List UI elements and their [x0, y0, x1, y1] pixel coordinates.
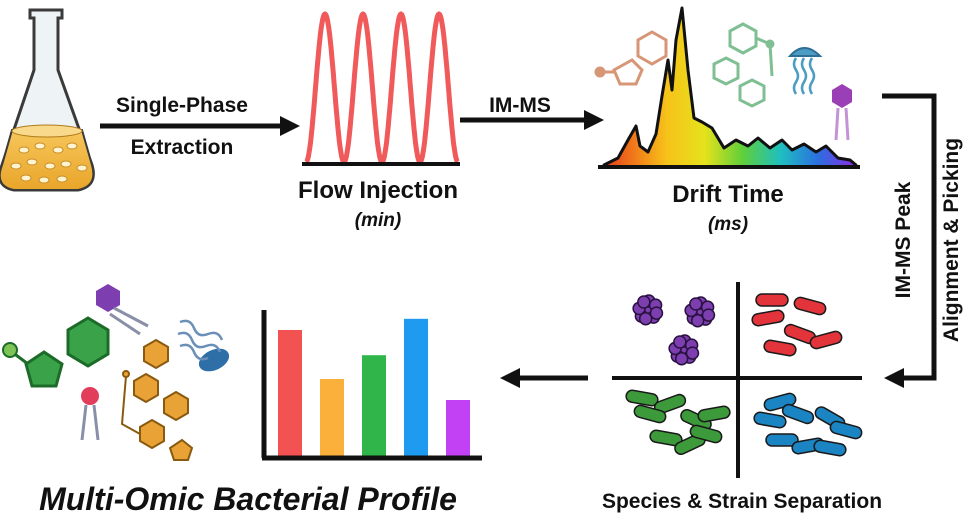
lipid-blue-icon	[787, 47, 823, 95]
label-profile: Multi-Omic Bacterial Profile	[39, 481, 457, 517]
profile-bar-5	[446, 400, 470, 456]
rod-cell	[763, 392, 797, 412]
profile-bar-2	[320, 379, 344, 456]
flow-injection-plot	[302, 11, 460, 166]
rod-cell	[751, 309, 785, 327]
arrow-peak-picking	[882, 93, 937, 388]
rod-cell	[765, 433, 799, 447]
profile-bar-3	[362, 355, 386, 456]
rod-cell	[625, 389, 659, 407]
label-extraction-line2: Extraction	[131, 136, 234, 159]
coccus-cell	[689, 297, 703, 311]
coccus-cell	[637, 295, 651, 309]
rod-cell	[781, 403, 815, 425]
rod-cell	[829, 420, 863, 440]
coccus-cell	[649, 306, 664, 320]
label-flow-injection-unit: (min)	[355, 210, 401, 231]
profile-bar-4	[404, 318, 428, 456]
label-drift-time: Drift Time	[672, 181, 784, 208]
label-peak-line1: IM-MS Peak	[892, 181, 915, 298]
rod-cell	[763, 339, 797, 357]
coccus-cell	[701, 308, 716, 322]
metabolite-green-icon	[2, 316, 110, 388]
profile-bar-1	[278, 330, 302, 456]
rod-cell	[809, 330, 843, 350]
label-im-ms: IM-MS	[489, 94, 551, 117]
label-extraction-line1: Single-Phase	[116, 94, 248, 117]
coccus-cell	[674, 351, 689, 366]
label-flow-injection: Flow Injection	[298, 177, 458, 204]
label-peak-line2: Alignment & Picking	[940, 138, 963, 342]
cluster-purple	[632, 294, 716, 366]
label-separation: Species & Strain Separation	[602, 490, 882, 513]
profile-bar-chart	[261, 310, 482, 461]
coccus-cell	[690, 313, 705, 328]
coccus-cell	[638, 311, 653, 326]
rod-cell	[813, 439, 847, 457]
separation-quadrants	[612, 282, 862, 478]
rod-cell	[697, 405, 731, 423]
cluster-blue	[753, 392, 863, 457]
rod-cell	[689, 424, 723, 444]
lipid-red-icon	[80, 387, 100, 441]
peptide-orange-icon	[120, 338, 194, 461]
flask-icon	[0, 8, 95, 192]
lipid-blue-icon-large	[177, 319, 230, 372]
molecule-orange-icon	[594, 30, 668, 86]
molecule-green-icon	[712, 22, 775, 108]
coccus-cell	[673, 335, 687, 349]
phospholipid-purple-icon	[832, 84, 852, 141]
cluster-red	[751, 293, 843, 357]
cluster-green	[625, 389, 731, 455]
coccus-cell	[685, 346, 700, 360]
rod-cell	[753, 411, 787, 429]
phospholipid-icon	[96, 284, 149, 336]
label-drift-time-unit: (ms)	[708, 214, 748, 235]
rod-cell	[755, 293, 789, 307]
drift-time-spectrum	[598, 6, 860, 169]
rod-cell	[633, 404, 667, 424]
rod-cell	[793, 296, 827, 316]
